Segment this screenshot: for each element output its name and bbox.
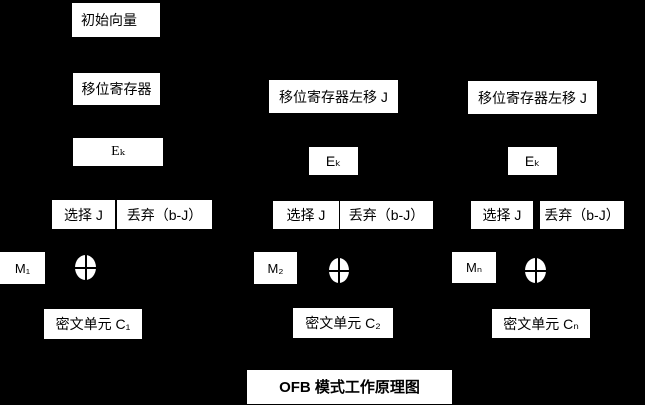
discard-box-2: 丢弃（b-J） (340, 201, 433, 229)
shift-register-box-2: 移位寄存器左移 J (269, 80, 398, 113)
diagram-title: OFB 模式工作原理图 (247, 370, 452, 404)
ciphertext-box-2: 密文单元 C₂ (293, 308, 393, 338)
encrypt-box-2: Eₖ (309, 147, 358, 175)
select-j-box-2: 选择 J (273, 201, 339, 229)
encrypt-box-1: Eₖ (73, 138, 163, 166)
shift-register-box-3: 移位寄存器左移 J (468, 81, 597, 114)
initial-vector-box: 初始向量 (72, 3, 160, 37)
ciphertext-box-1: 密文单元 C₁ (44, 309, 142, 339)
message-box-2: M₂ (254, 252, 297, 284)
message-box-1: M₁ (0, 252, 45, 284)
xor-icon (75, 255, 96, 280)
shift-register-box-1: 移位寄存器 (73, 73, 160, 105)
discard-box-1: 丢弃（b-J） (117, 200, 212, 229)
select-j-box-1: 选择 J (52, 200, 115, 229)
xor-icon (525, 258, 546, 283)
discard-box-3: 丢弃（b-J） (540, 201, 624, 229)
encrypt-box-3: Eₖ (508, 147, 557, 175)
select-j-box-3: 选择 J (471, 201, 533, 229)
xor-icon (329, 258, 349, 283)
message-box-3: Mₙ (452, 252, 496, 283)
ciphertext-box-3: 密文单元 Cₙ (492, 309, 590, 338)
